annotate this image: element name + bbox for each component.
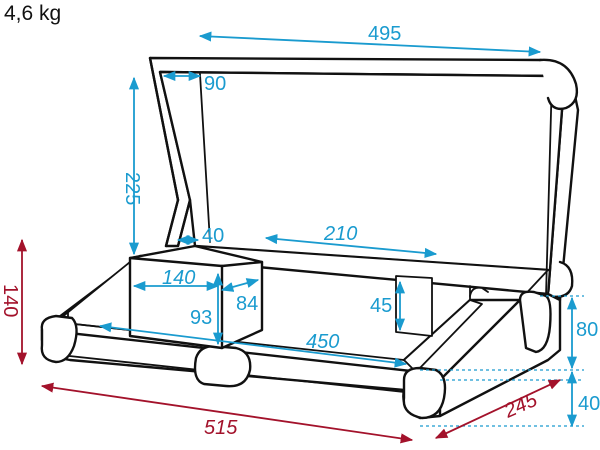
dim-line-inner-depth-top [264, 234, 438, 258]
label-inner-length: 450 [306, 331, 339, 353]
weight-label: 4,6 kg [4, 2, 62, 25]
dim-line-outer-depth [434, 379, 562, 439]
dim-line-lid-width [198, 31, 542, 57]
label-base-height-lower: 40 [578, 393, 600, 415]
lid [148, 56, 580, 302]
label-outer-depth: 245 [500, 389, 541, 423]
label-block-depth: 84 [236, 293, 258, 315]
label-base-height-upper: 80 [576, 319, 598, 341]
label-outer-length: 515 [204, 417, 238, 439]
label-lid-profile: 90 [204, 73, 226, 95]
label-block-width: 140 [162, 267, 195, 289]
label-outer-height: 140 [0, 284, 21, 317]
label-inner-depth-top: 210 [323, 223, 357, 245]
dimension-lines-outer [16, 238, 562, 444]
inner-divider [395, 275, 433, 337]
label-inner-height-right: 45 [370, 295, 392, 317]
label-rail-width: 40 [202, 225, 224, 247]
dim-line-block-depth [220, 278, 260, 292]
label-block-height: 93 [190, 307, 212, 329]
label-lid-height: 225 [121, 172, 143, 205]
case-drawing [40, 56, 580, 420]
label-lid-width: 495 [368, 23, 401, 45]
dim-line-inner-length [98, 322, 408, 368]
dim-line-outer-length [40, 382, 414, 444]
